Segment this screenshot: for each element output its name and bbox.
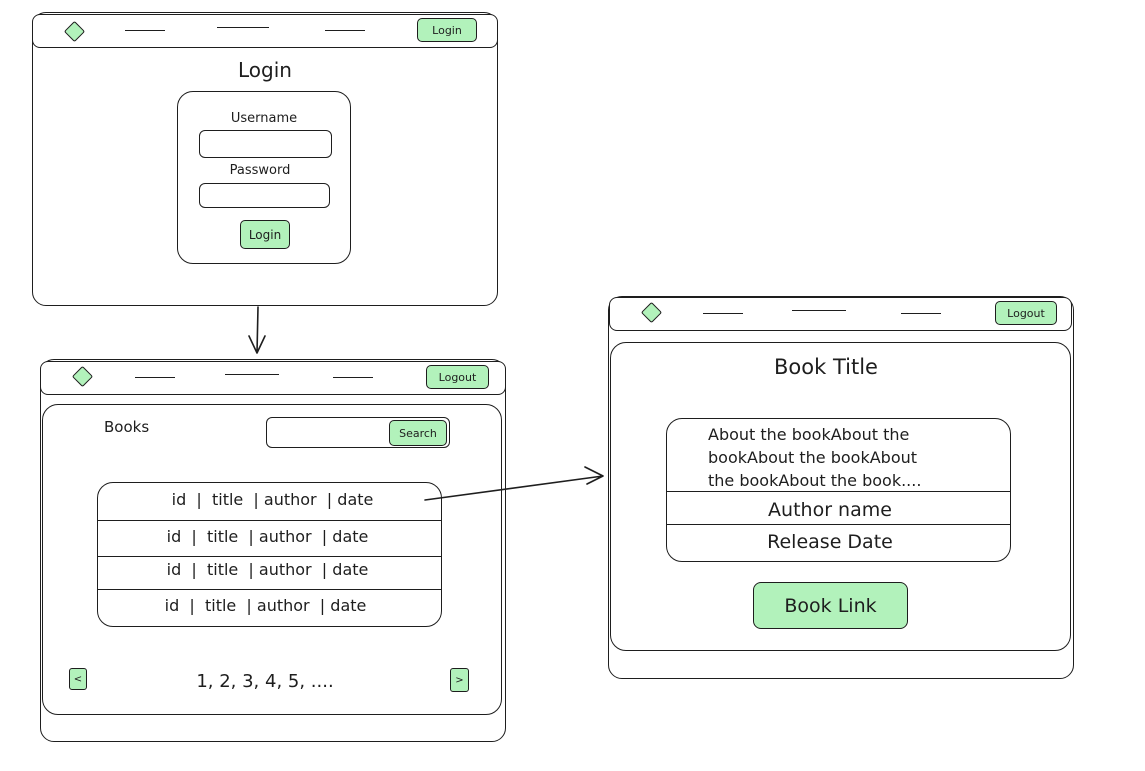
about-line: the bookAbout the book.... <box>708 471 922 490</box>
nav-link[interactable] <box>792 310 846 311</box>
arrow-login-to-books <box>248 306 266 354</box>
nav-link[interactable] <box>217 27 269 28</box>
table-row[interactable]: id | title | author | date <box>166 560 369 579</box>
pagination-numbers[interactable]: 1, 2, 3, 4, 5, .... <box>196 671 334 692</box>
password-label: Password <box>229 163 291 178</box>
login-submit-button[interactable]: Login <box>240 220 290 249</box>
login-nav-button[interactable]: Login <box>417 18 477 42</box>
table-row[interactable]: id | title | author | date <box>164 596 367 615</box>
table-row[interactable]: id | title | author | date <box>171 490 374 509</box>
logout-button[interactable]: Logout <box>426 365 489 389</box>
search-button[interactable]: Search <box>389 420 447 446</box>
nav-link[interactable] <box>225 374 279 375</box>
detail-navbar <box>609 297 1072 331</box>
author-name: Author name <box>768 499 892 521</box>
nav-link[interactable] <box>703 313 743 314</box>
username-label: Username <box>230 111 298 126</box>
arrow-row-to-detail <box>424 466 604 501</box>
book-info-card <box>666 418 1011 562</box>
about-line: bookAbout the bookAbout <box>708 448 918 467</box>
next-page-button[interactable]: > <box>450 668 469 692</box>
row-divider <box>97 520 442 521</box>
row-divider <box>97 556 442 557</box>
books-heading: Books <box>104 418 150 436</box>
book-title: Book Title <box>774 355 878 379</box>
release-date: Release Date <box>767 531 893 553</box>
info-divider <box>666 491 1011 492</box>
books-table <box>97 482 442 627</box>
table-row[interactable]: id | title | author | date <box>166 527 369 546</box>
logout-button[interactable]: Logout <box>995 301 1057 325</box>
nav-link[interactable] <box>135 377 175 378</box>
login-title: Login <box>238 58 292 82</box>
info-divider <box>666 524 1011 525</box>
prev-page-button[interactable]: < <box>69 668 87 690</box>
username-input[interactable] <box>199 130 332 158</box>
password-input[interactable] <box>199 183 330 208</box>
nav-link[interactable] <box>901 313 941 314</box>
book-link-button[interactable]: Book Link <box>753 582 908 629</box>
nav-link[interactable] <box>325 30 365 31</box>
about-line: About the bookAbout the <box>708 425 910 444</box>
row-divider <box>97 589 442 590</box>
nav-link[interactable] <box>125 30 165 31</box>
nav-link[interactable] <box>333 377 373 378</box>
